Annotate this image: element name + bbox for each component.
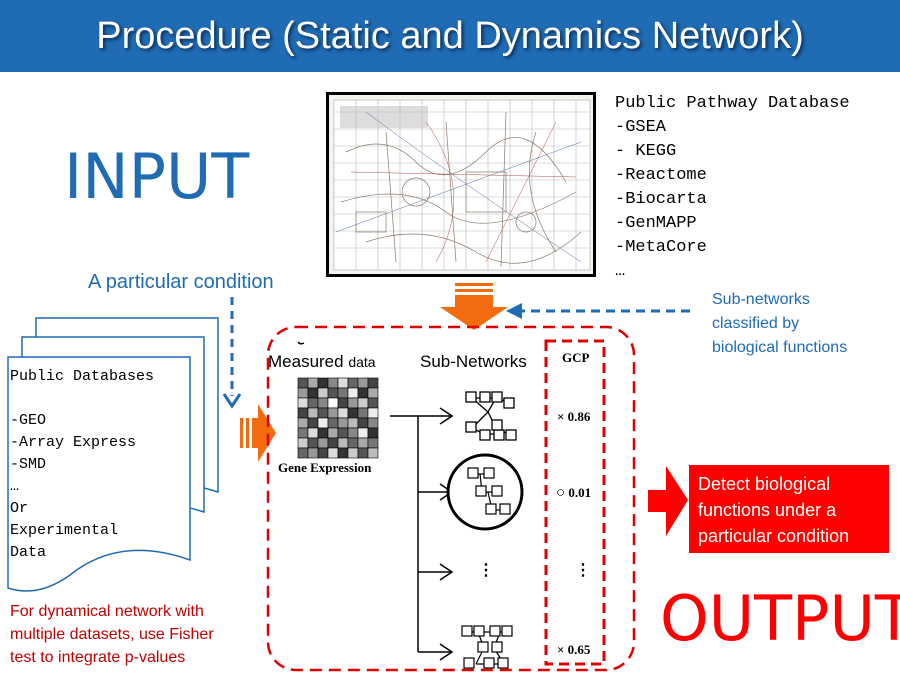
fisher-note-line: multiple datasets, use Fisher (10, 626, 214, 643)
detect-label: Detect biological functions under a part… (698, 474, 850, 546)
gcp-row-1: × 0.86 (557, 409, 590, 425)
fisher-test-note: For dynamical network with multiple data… (10, 600, 214, 669)
gcp-value: 0.86 (567, 409, 591, 424)
branch-connector (390, 407, 454, 661)
condition-label: A particular condition (88, 271, 274, 293)
red-detect-arrow (648, 466, 688, 536)
gcp-mark: × (557, 642, 565, 657)
database-line (10, 388, 154, 410)
pathway-item: -Reactome (615, 166, 707, 185)
blue-dashed-arrow-subnetworks (506, 303, 690, 319)
database-line: Public Databases (10, 368, 155, 385)
subnetwork-2-icon (446, 453, 524, 531)
database-line: -GEO (10, 412, 47, 429)
gcp-mark: ○ (556, 485, 566, 501)
slide-title: Procedure (Static and Dynamics Network) (96, 15, 804, 57)
gcp-heading: GCP (562, 350, 590, 365)
pathway-database-title: Public Pathway Database (615, 94, 850, 113)
input-label: INPUT (64, 140, 250, 213)
subnetworks-classified-label: Sub-networks classified by biological fu… (712, 288, 847, 360)
public-databases-document-stack (7, 317, 219, 592)
gcp-dashed-column (544, 339, 606, 666)
blue-dashed-arrow-condition (222, 297, 242, 409)
header-bar (0, 0, 900, 72)
fisher-note-line: For dynamical network with (10, 603, 204, 620)
gcp-value: 0.65 (567, 642, 591, 657)
pathway-item: -GSEA (615, 118, 667, 137)
orange-down-arrow (440, 283, 508, 330)
subnetworks-classified-line: classified by (712, 315, 800, 332)
detect-box (689, 465, 889, 553)
pathway-map-image (326, 92, 596, 277)
measured-data-label: Measured data (268, 352, 376, 372)
database-line: Or (10, 500, 29, 517)
orange-right-arrow (240, 404, 276, 462)
gcp-mark: × (557, 409, 565, 424)
pathway-item: … (615, 262, 626, 281)
fisher-note-line: test to integrate p-values (10, 649, 186, 666)
measured-label-small: data (348, 354, 376, 370)
pathway-item: - KEGG (615, 142, 677, 161)
gcp-row-4: × 0.65 (557, 642, 590, 658)
gcp-row-3: ⋮ (575, 560, 591, 580)
subnetwork-1-icon (465, 391, 517, 441)
pathway-database-list: Public Pathway Database -GSEA - KEGG -Re… (615, 92, 850, 284)
measured-label-main: Measured (268, 352, 349, 371)
subnetwork-3-icon (461, 625, 513, 669)
database-line: Data (10, 544, 47, 561)
subnetworks-ellipsis: ⋮ (478, 562, 494, 579)
database-line: -Array Express (10, 434, 137, 451)
procedure-dashed-box (266, 325, 636, 672)
gcp-value: 0.01 (568, 485, 592, 500)
subnetworks-classified-line: biological functions (712, 339, 848, 356)
subnetworks-heading: Sub-Networks (420, 352, 527, 371)
gene-expression-heatmap (297, 377, 379, 459)
public-databases-text: Public Databases -GEO -Array Express -SM… (10, 366, 154, 564)
database-line: Experimental (10, 522, 119, 539)
gene-expression-label: Gene Expression (278, 460, 372, 475)
database-line: -SMD (10, 456, 47, 473)
pathway-item: -GenMAPP (615, 214, 697, 233)
gcp-row-2: ○ 0.01 (556, 485, 591, 502)
gcp-value: ⋮ (575, 562, 591, 579)
pathway-item: -Biocarta (615, 190, 707, 209)
pathway-item: -MetaCore (615, 238, 707, 257)
subnetworks-classified-line: Sub-networks (712, 291, 810, 308)
output-label: OUTPUT (660, 582, 900, 655)
database-line: … (10, 478, 20, 495)
